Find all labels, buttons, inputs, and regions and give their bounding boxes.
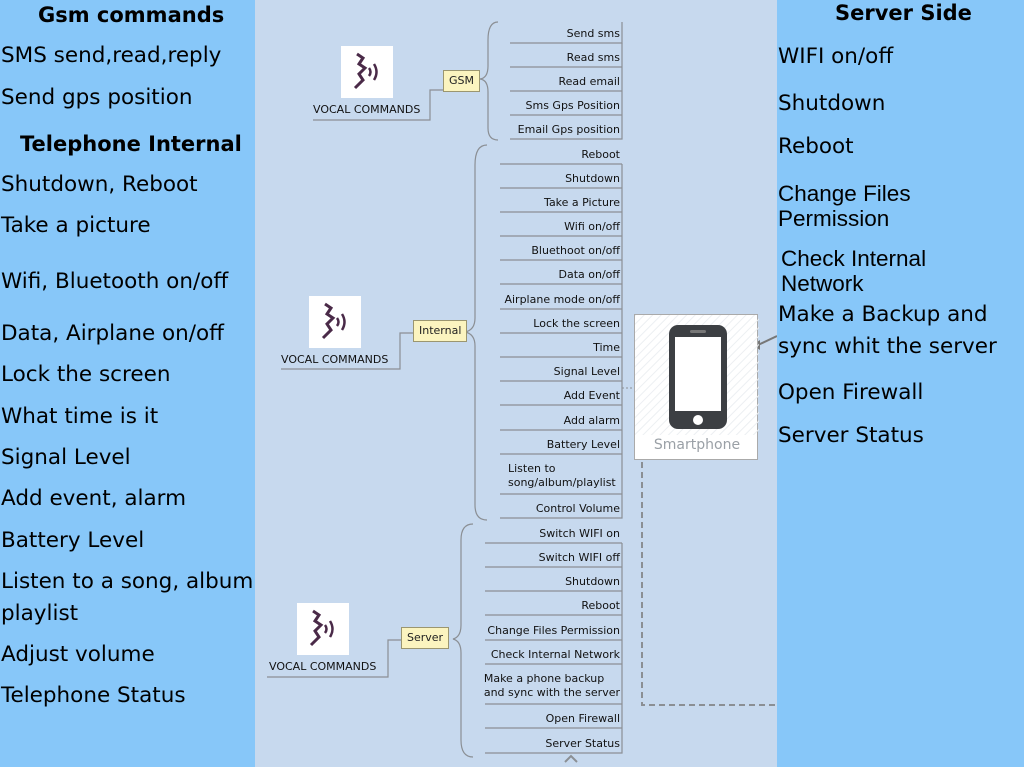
leaf-server-status: Server Status xyxy=(545,737,620,750)
smartphone-icon xyxy=(635,315,759,435)
server-side-heading: Server Side xyxy=(835,1,972,25)
gsm-commands-heading: Gsm commands xyxy=(38,3,225,27)
speaking-head-icon xyxy=(308,296,361,348)
internal-item: Telephone Status xyxy=(1,683,186,708)
speaking-head-icon xyxy=(340,46,393,98)
leaf-backup-sync: Make a phone backup and sync with the se… xyxy=(483,672,620,700)
leaf-wifi: Wifi on/off xyxy=(564,220,620,233)
vocal-commands-node-internal: VOCAL COMMANDS xyxy=(281,296,388,366)
leaf-email-gps: Email Gps position xyxy=(517,123,620,136)
smartphone-label: Smartphone xyxy=(653,437,741,453)
leaf-server-reboot: Reboot xyxy=(581,599,620,612)
internal-item: Battery Level xyxy=(1,528,145,553)
left-panel: Gsm commands SMS send,read,reply Send gp… xyxy=(0,0,255,767)
leaf-time: Time xyxy=(593,341,620,354)
leaf-sms-gps: Sms Gps Position xyxy=(525,99,621,112)
right-panel: Server Side WIFI on/off Shutdown Reboot … xyxy=(777,0,1024,767)
internal-item: Adjust volume xyxy=(1,642,155,667)
leaf-battery-level: Battery Level xyxy=(546,438,620,451)
topic-gsm: GSM xyxy=(443,70,480,92)
leaf-control-volume: Control Volume xyxy=(535,502,620,515)
internal-item: What time is it xyxy=(1,404,159,429)
leaf-take-picture: Take a Picture xyxy=(544,196,620,209)
internal-item: Listen to a song, album xyxy=(1,569,254,594)
leaf-change-permission: Change Files Permission xyxy=(487,624,620,637)
smartphone-node: Smartphone xyxy=(634,314,759,460)
internal-item: Data, Airplane on/off xyxy=(1,321,224,346)
vocal-commands-node-gsm: VOCAL COMMANDS xyxy=(313,46,420,116)
leaf-lock-screen: Lock the screen xyxy=(533,317,620,330)
internal-item: Wifi, Bluetooth on/off xyxy=(1,269,229,294)
leaf-read-sms: Read sms xyxy=(566,51,620,64)
leaf-reboot: Reboot xyxy=(581,148,620,161)
server-item: Reboot xyxy=(778,134,854,159)
leaf-switch-wifi-off: Switch WIFI off xyxy=(538,551,620,564)
leaf-switch-wifi-on: Switch WIFI on xyxy=(539,527,620,540)
server-item: Shutdown xyxy=(778,91,886,116)
leaf-read-email: Read email xyxy=(558,75,620,88)
mindmap-diagram: VOCAL COMMANDS VOCAL COMMANDS VOCAL COMM… xyxy=(255,0,777,767)
internal-item: Signal Level xyxy=(1,445,131,470)
server-item: Server Status xyxy=(778,423,924,448)
mindmap-connectors xyxy=(267,21,777,763)
internal-item: Lock the screen xyxy=(1,362,171,387)
leaf-add-event: Add Event xyxy=(563,389,620,402)
leaf-shutdown: Shutdown xyxy=(565,172,620,185)
leaf-bluetooth: Bluethoot on/off xyxy=(531,244,620,257)
internal-item: Add event, alarm xyxy=(1,486,187,511)
server-item: Open Firewall xyxy=(778,380,924,405)
vocal-commands-caption: VOCAL COMMANDS xyxy=(269,660,377,673)
internal-item: playlist xyxy=(1,601,79,626)
leaf-signal-level: Signal Level xyxy=(553,365,620,378)
speaking-head-icon xyxy=(296,603,349,655)
leaf-data: Data on/off xyxy=(558,268,620,281)
server-item: Make a Backup and sync whit the server xyxy=(778,302,997,360)
topic-internal: Internal xyxy=(413,320,468,342)
server-item: WIFI on/off xyxy=(778,44,894,69)
vocal-commands-node-server: VOCAL COMMANDS xyxy=(269,603,376,673)
server-item: Check Internal Network xyxy=(781,246,927,296)
leaf-check-network: Check Internal Network xyxy=(490,648,620,661)
leaf-listen-music: Listen to song/album/playlist xyxy=(508,462,616,490)
server-item: Change Files Permission xyxy=(778,181,911,231)
internal-item: Take a picture xyxy=(1,213,151,238)
vocal-commands-caption: VOCAL COMMANDS xyxy=(281,353,389,366)
leaf-open-firewall: Open Firewall xyxy=(545,712,620,725)
leaf-server-shutdown: Shutdown xyxy=(565,575,620,588)
leaf-add-alarm: Add alarm xyxy=(563,414,620,427)
leaf-airplane: Airplane mode on/off xyxy=(504,293,620,306)
telephone-internal-heading: Telephone Internal xyxy=(20,132,242,156)
gsm-item: Send gps position xyxy=(1,85,193,110)
vocal-commands-caption: VOCAL COMMANDS xyxy=(313,103,421,116)
topic-server: Server xyxy=(401,627,450,649)
gsm-item: SMS send,read,reply xyxy=(1,43,222,68)
leaf-send-sms: Send sms xyxy=(566,27,620,40)
internal-item: Shutdown, Reboot xyxy=(1,172,198,197)
